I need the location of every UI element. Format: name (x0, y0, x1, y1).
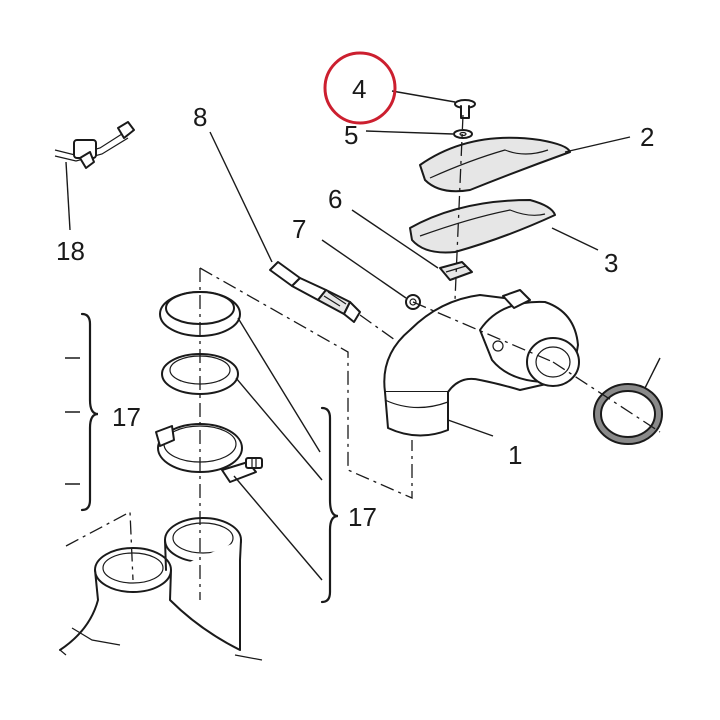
callout-17-left[interactable]: 17 (112, 402, 141, 432)
gasket-ring[interactable] (593, 357, 663, 445)
brace-17-right (320, 406, 339, 604)
part-5-washer[interactable] (365, 129, 473, 139)
highlight-circle (323, 51, 397, 125)
centerlines (65, 114, 661, 600)
callout-5[interactable]: 5 (344, 120, 358, 150)
part-2-outer-shield[interactable] (419, 136, 631, 193)
callout-7[interactable]: 7 (292, 214, 306, 244)
callout-6[interactable]: 6 (328, 184, 342, 214)
callout-18[interactable]: 18 (56, 236, 85, 266)
callout-8[interactable]: 8 (193, 102, 207, 132)
part-8-sensor[interactable] (209, 131, 361, 323)
callout-3[interactable]: 3 (604, 248, 618, 278)
part-3-inner-shield[interactable] (409, 199, 599, 254)
callout-1[interactable]: 1 (508, 440, 522, 470)
brace-17-left (80, 312, 99, 512)
callout-4[interactable]: 4 (352, 74, 366, 104)
part-17-ring-lower[interactable] (161, 353, 239, 395)
part-4-screw[interactable] (391, 90, 476, 119)
part-17-clamp[interactable] (155, 423, 263, 483)
leaders-17 (65, 317, 323, 581)
callout-2[interactable]: 2 (640, 122, 654, 152)
part-1-elbow-pipe[interactable] (383, 289, 580, 437)
callout-17-right[interactable]: 17 (348, 502, 377, 532)
manifold[interactable] (59, 517, 263, 661)
part-18-wire-clip[interactable] (54, 121, 135, 231)
